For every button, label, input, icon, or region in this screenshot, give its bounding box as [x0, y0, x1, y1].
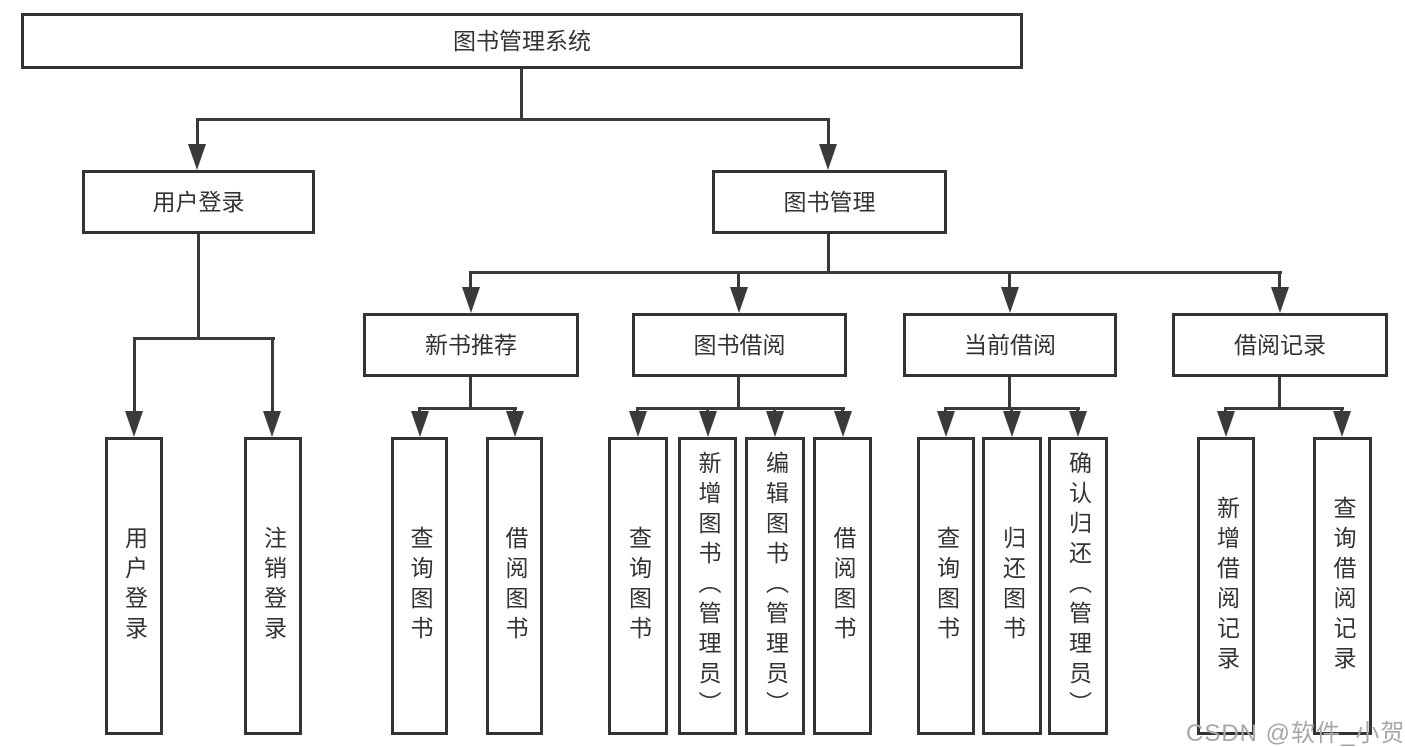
leaf-logout: 注销登录 [244, 437, 302, 735]
connector-line [520, 69, 523, 118]
connector-line [1008, 271, 1011, 289]
node-new-book-recommendation: 新书推荐 [363, 313, 579, 377]
node-book-management: 图书管理 [712, 170, 947, 234]
arrow-down-icon [188, 144, 206, 170]
connector-line [1278, 377, 1281, 407]
connector-line [1010, 407, 1013, 413]
connector-line [418, 407, 517, 410]
connector-line [133, 337, 136, 413]
connector-line [737, 271, 740, 289]
connector-line [197, 234, 200, 337]
arrow-down-icon [766, 411, 784, 437]
connector-line [944, 407, 947, 413]
connector-line [706, 407, 709, 413]
leaf-add-borrow-record: 新增借阅记录 [1197, 437, 1255, 735]
connector-line [1008, 377, 1011, 407]
arrow-down-icon [629, 411, 647, 437]
connector-line [841, 407, 844, 413]
arrow-down-icon [834, 411, 852, 437]
connector-line [737, 377, 740, 407]
connector-line [773, 407, 776, 413]
node-user-login: 用户登录 [82, 170, 315, 234]
csdn-watermark: CSDN @软件_小贺同学 [1186, 720, 1405, 747]
connector-line [1278, 271, 1281, 289]
node-current-borrowing: 当前借阅 [903, 313, 1117, 377]
arrow-down-icon [411, 411, 429, 437]
leaf-query-books-current: 查询图书 [917, 437, 975, 735]
leaf-add-books-admin: 新增图书（管理员） [678, 437, 737, 735]
connector-line [513, 407, 516, 413]
arrow-down-icon [1271, 287, 1289, 313]
connector-line [1340, 407, 1343, 413]
arrow-down-icon [263, 411, 281, 437]
connector-line [1076, 407, 1079, 413]
connector-line [827, 234, 830, 271]
node-library-system: 图书管理系统 [21, 13, 1023, 69]
arrow-down-icon [1217, 411, 1235, 437]
leaf-query-borrow-record: 查询借阅记录 [1313, 437, 1372, 735]
connector-line [196, 118, 830, 121]
connector-line [271, 337, 274, 413]
arrow-down-icon [462, 287, 480, 313]
leaf-query-books-borrow: 查询图书 [608, 437, 668, 735]
leaf-borrow-books: 借阅图书 [813, 437, 872, 735]
connector-line [469, 271, 1282, 274]
arrow-down-icon [699, 411, 717, 437]
node-book-borrowing: 图书借阅 [632, 313, 847, 377]
node-borrowing-records: 借阅记录 [1172, 313, 1388, 377]
connector-line [636, 407, 639, 413]
arrow-down-icon [125, 411, 143, 437]
connector-line [418, 407, 421, 413]
arrow-down-icon [819, 144, 837, 170]
arrow-down-icon [1069, 411, 1087, 437]
leaf-user-login: 用户登录 [105, 437, 163, 735]
leaf-query-books-recommend: 查询图书 [391, 437, 448, 735]
connector-line [827, 118, 830, 146]
arrow-down-icon [506, 411, 524, 437]
connector-line [469, 271, 472, 289]
arrow-down-icon [730, 287, 748, 313]
arrow-down-icon [1003, 411, 1021, 437]
leaf-confirm-return-admin: 确认归还（管理员） [1048, 437, 1108, 735]
connector-line [636, 407, 845, 410]
connector-line [1224, 407, 1227, 413]
arrow-down-icon [1001, 287, 1019, 313]
arrow-down-icon [1333, 411, 1351, 437]
connector-line [1224, 407, 1344, 410]
connector-line [196, 118, 199, 146]
arrow-down-icon [937, 411, 955, 437]
connector-line [133, 337, 275, 340]
leaf-edit-books-admin: 编辑图书（管理员） [745, 437, 805, 735]
connector-line [469, 377, 472, 407]
leaf-return-books: 归还图书 [982, 437, 1042, 735]
leaf-borrow-books-recommend: 借阅图书 [486, 437, 543, 735]
